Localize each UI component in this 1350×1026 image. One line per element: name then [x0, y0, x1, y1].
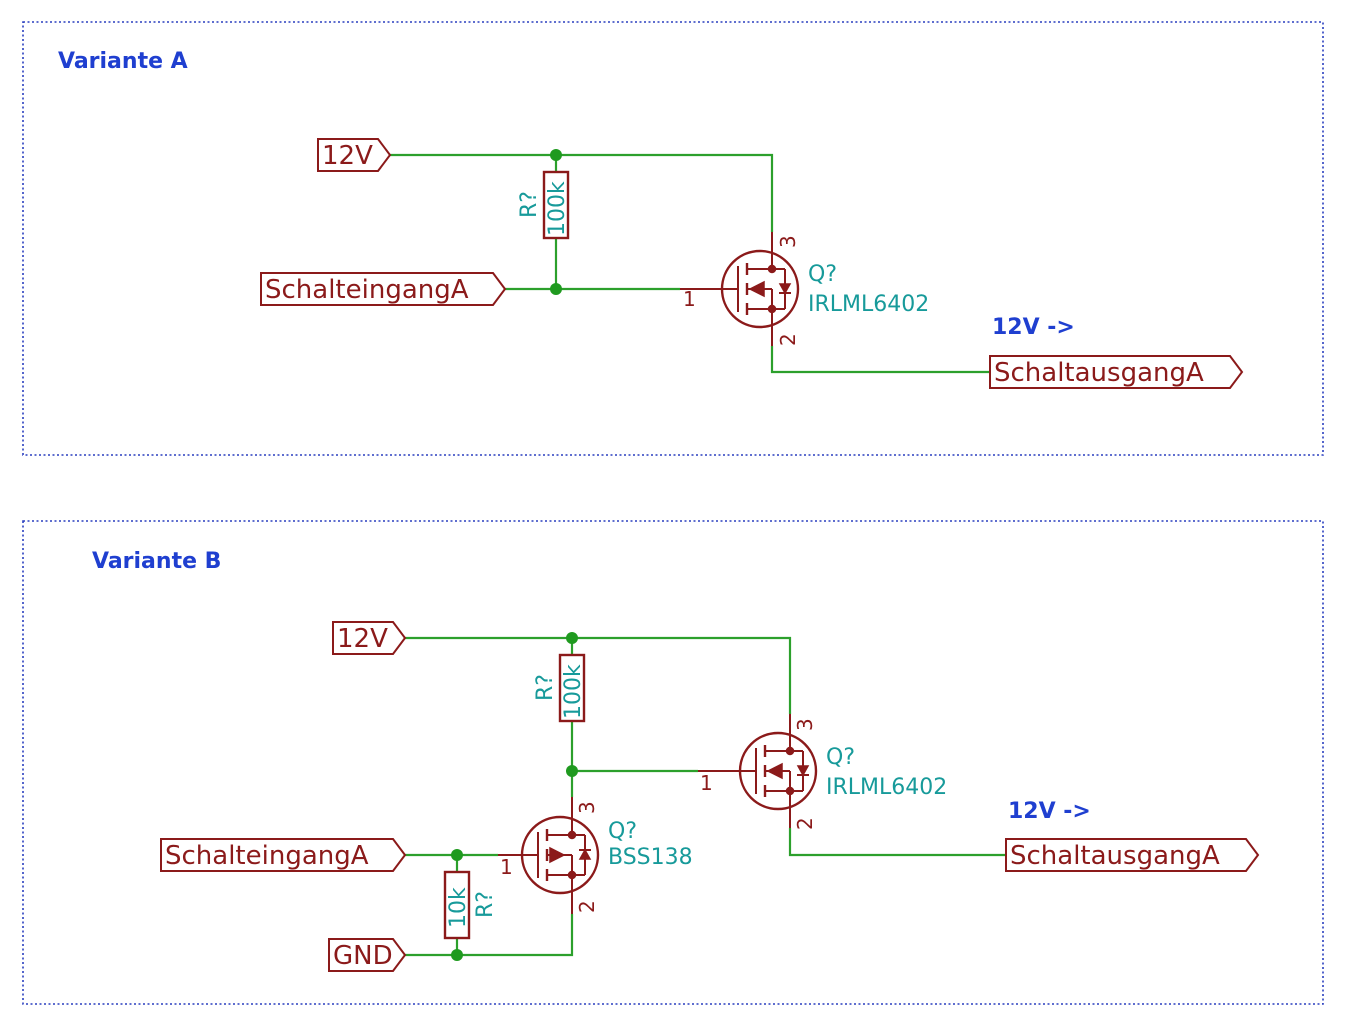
- junction-gnd-b: [451, 949, 463, 961]
- resistor-10k-b: [443, 870, 471, 940]
- label-gnd-b-text: GND: [333, 941, 393, 971]
- mosfet-p-b-ref: Q?: [826, 745, 855, 770]
- label-output-a-text: SchaltausgangA: [994, 358, 1204, 388]
- label-output-b-text: SchaltausgangA: [1010, 841, 1220, 871]
- resistor-10k-b-value: 10k: [446, 887, 471, 928]
- resistor-100k-b-value: 100k: [561, 664, 586, 719]
- wire-output-a: [770, 346, 990, 374]
- label-output-b: [1005, 838, 1260, 872]
- label-12v-b-text: 12V: [337, 624, 388, 654]
- junction-input-b: [451, 849, 463, 861]
- mosfet-p-b-pin-drain: 2: [793, 817, 817, 830]
- junction-12v-b: [566, 632, 578, 644]
- mosfet-p-b-pin-gate: 1: [700, 771, 713, 795]
- label-input-a-text: SchalteingangA: [265, 275, 469, 305]
- variant-b-title: Variante B: [92, 549, 221, 574]
- variant-a-title: Variante A: [58, 49, 188, 74]
- junction-gate-p-b: [566, 765, 578, 777]
- label-input-a: [260, 272, 507, 306]
- label-gnd-b: [328, 938, 407, 972]
- junction-gate-a: [550, 283, 562, 295]
- variant-b-frame: [22, 520, 1324, 1005]
- wire-12v-b: [405, 636, 792, 714]
- resistor-100k-a-ref: R?: [517, 191, 542, 218]
- resistor-10k-b-ref: R?: [473, 891, 498, 918]
- mosfet-n-b-pin-gate: 1: [500, 855, 513, 879]
- mosfet-a-ref: Q?: [808, 262, 837, 287]
- mosfet-n-b-pin-drain: 3: [575, 801, 599, 814]
- label-input-b-text: SchalteingangA: [165, 841, 369, 871]
- mosfet-irlml6402-a: [680, 232, 800, 346]
- mosfet-a-pin-drain: 2: [776, 333, 800, 346]
- mosfet-a-pin-gate: 1: [683, 287, 696, 311]
- junction-12v-a: [550, 149, 562, 161]
- mosfet-p-b-pin-source: 3: [793, 718, 817, 731]
- mosfet-n-b-value: BSS138: [608, 845, 693, 870]
- mosfet-a-pin-source: 3: [776, 235, 800, 248]
- resistor-100k-b-ref: R?: [533, 674, 558, 701]
- mosfet-n-b-pin-source: 2: [575, 900, 599, 913]
- resistor-100k-a: [542, 170, 570, 240]
- variant-a-section: Variante A 12V SchalteingangA Schaltausg…: [22, 21, 1324, 456]
- wire-12v-a: [388, 153, 774, 232]
- mosfet-n-b-ref: Q?: [608, 819, 637, 844]
- resistor-100k-a-value: 100k: [545, 181, 570, 236]
- mosfet-a-value: IRLML6402: [808, 292, 929, 317]
- label-12v-a: [317, 138, 392, 172]
- wire-output-b: [788, 828, 1006, 857]
- label-input-b: [160, 838, 407, 872]
- note-12v-out-a: 12V ->: [992, 315, 1075, 340]
- mosfet-p-b-value: IRLML6402: [826, 775, 947, 800]
- mosfet-irlml6402-b: [698, 714, 818, 828]
- label-output-a: [989, 355, 1244, 389]
- note-12v-out-b: 12V ->: [1008, 799, 1091, 824]
- label-12v-a-text: 12V: [322, 141, 373, 171]
- variant-a-frame: [22, 21, 1324, 456]
- resistor-100k-b: [558, 653, 586, 723]
- wire-gnd-b: [405, 914, 574, 957]
- label-12v-b: [332, 621, 407, 655]
- variant-b-section: Variante B 12V SchalteingangA GND Schalt…: [22, 520, 1324, 1005]
- mosfet-bss138-b: [498, 797, 600, 914]
